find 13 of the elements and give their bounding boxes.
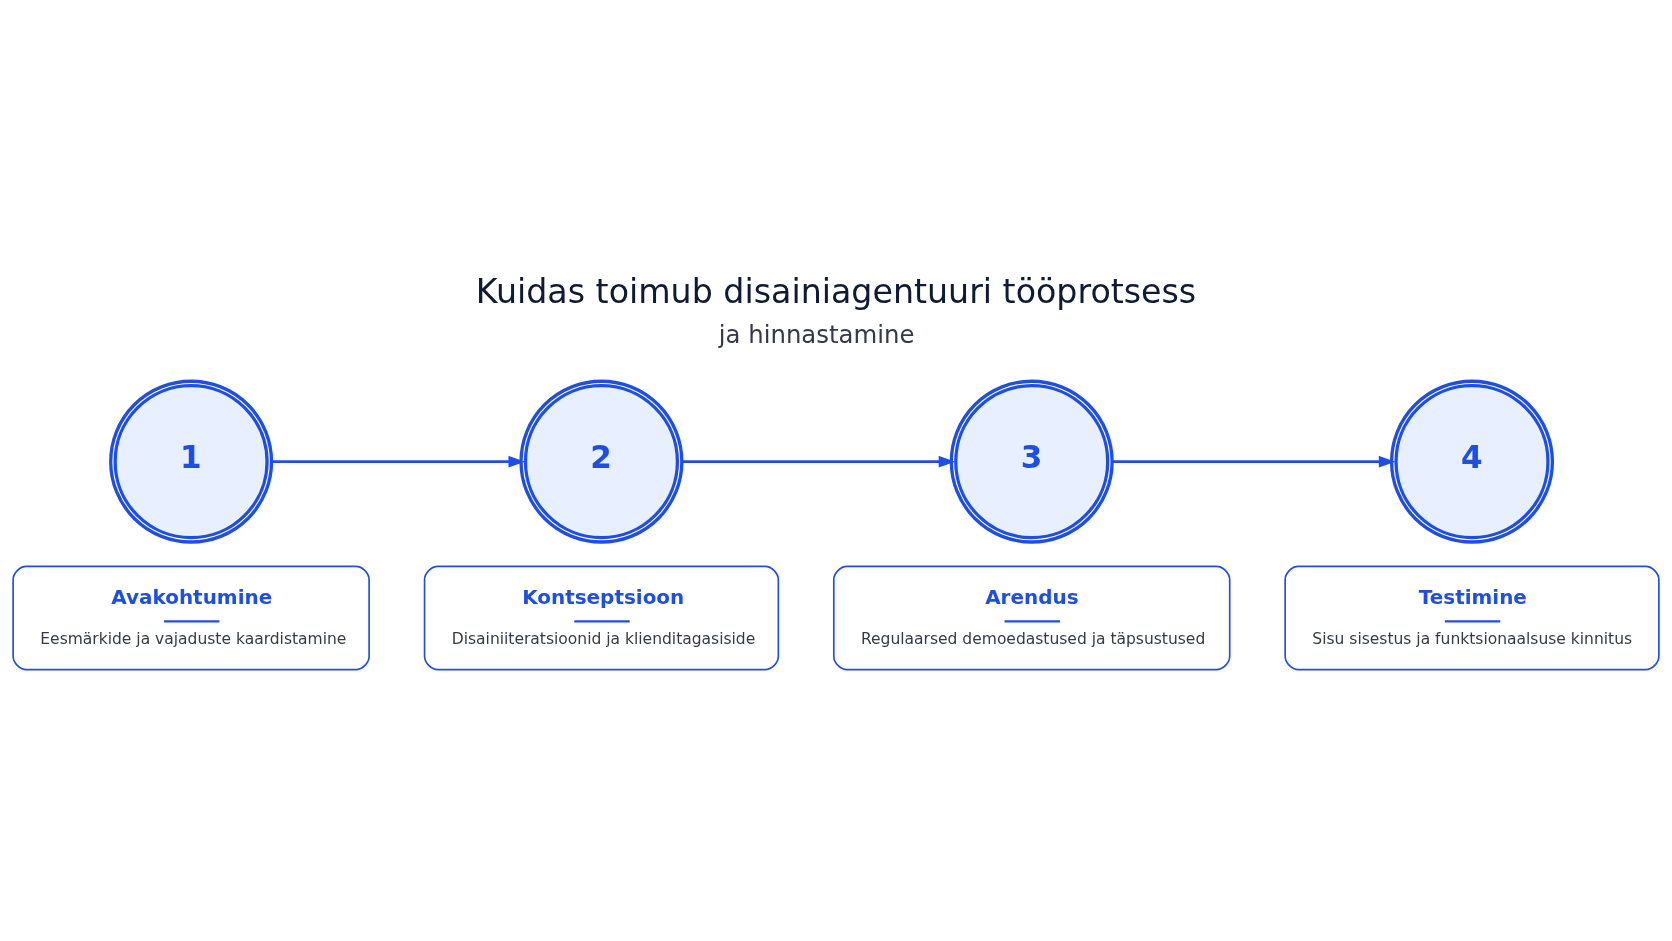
node-box: Avakohtumine Eesmärkide ja vajaduste kaardistamine — [12, 565, 370, 671]
arrow — [271, 455, 526, 468]
node-circle: 2 — [519, 379, 684, 544]
node-box: Arendus Regulaarsed demoedastused ja täpsustused — [832, 565, 1231, 671]
node-circle: 3 — [949, 379, 1114, 544]
arrow — [1112, 455, 1396, 468]
node-circle: 4 — [1389, 379, 1555, 544]
diagram-title: Kuidas toimub disainiagentuuri tööprotsess — [475, 271, 1197, 311]
node-box: Testimine Sisu sisestus ja funktsionaalsuse kinnitus — [1284, 565, 1660, 671]
node-circle: 1 — [109, 379, 274, 544]
label: ja hinnastamine — [718, 320, 915, 350]
node-box: Kontseptsioon Disainiiteratsioonid ja klienditagasiside — [423, 565, 780, 671]
arrow — [682, 455, 956, 468]
